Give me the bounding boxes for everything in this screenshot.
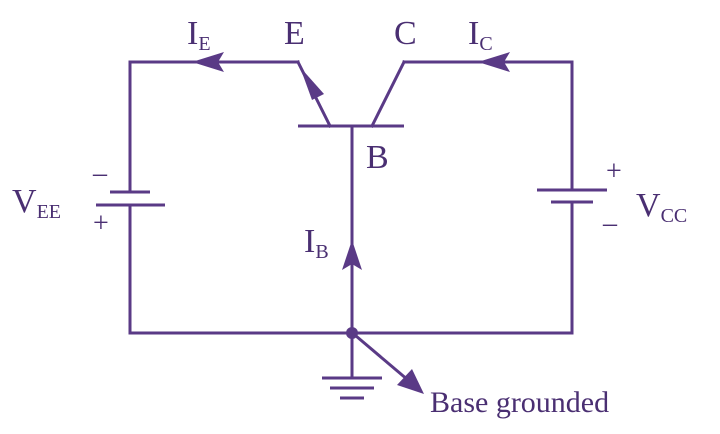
- base-label: B: [366, 139, 389, 176]
- ie-label: IE: [187, 15, 211, 55]
- emitter-wire: [128, 60, 300, 194]
- collector-label: C: [394, 15, 417, 52]
- pnp-transistor-icon: [295, 59, 407, 335]
- vee-minus-sign: –: [92, 158, 108, 189]
- ib-label: IB: [304, 223, 329, 263]
- vcc-minus-sign: –: [602, 208, 618, 239]
- vee-plus-sign: +: [93, 208, 109, 239]
- vcc-label: VCC: [636, 187, 687, 227]
- vcc-battery-icon: [537, 188, 607, 204]
- ib-arrow-icon: [342, 240, 362, 270]
- ie-arrow-icon: [192, 52, 224, 72]
- vee-battery-icon: [96, 190, 165, 207]
- emitter-arrow-icon: [300, 67, 324, 100]
- emitter-label: E: [284, 15, 305, 52]
- ic-arrow-icon: [478, 52, 510, 72]
- vcc-plus-sign: +: [606, 156, 622, 187]
- ground-pointer-line: [353, 333, 411, 383]
- ground-pointer-arrow-icon: [397, 369, 424, 394]
- collector-lead: [369, 59, 407, 129]
- ic-label: IC: [468, 15, 493, 55]
- ground-note: Base grounded: [430, 386, 609, 419]
- vee-label: VEE: [12, 183, 61, 223]
- ground-icon: [322, 331, 382, 400]
- collector-wire: [402, 60, 574, 192]
